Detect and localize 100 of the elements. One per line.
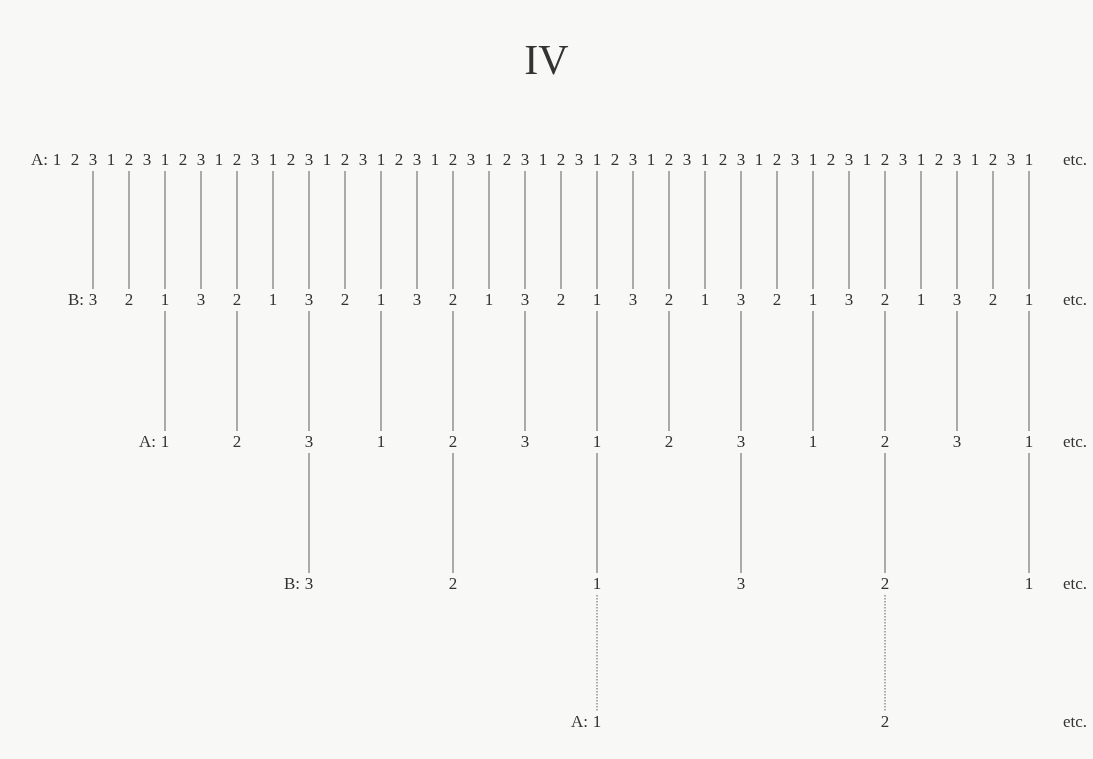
digit: 3 [844,150,854,170]
digit: 3 [520,150,530,170]
connector-line [920,170,922,290]
connector-line [1028,310,1030,432]
digit: 1 [160,150,170,170]
connector-line [956,170,958,290]
digit: 1 [808,150,818,170]
digit: 3 [736,150,746,170]
row-label: B: [67,290,84,310]
connector-line [236,310,238,432]
connector-line [668,170,670,290]
digit: 1 [484,290,494,310]
digit: 2 [286,150,296,170]
digit: 3 [1006,150,1016,170]
digit: 3 [520,432,530,452]
digit: 2 [556,290,566,310]
digit: 3 [304,290,314,310]
row-label: A: [31,150,48,170]
connector-line [200,170,202,290]
digit: 3 [196,290,206,310]
title: IV [524,36,569,84]
connector-line [308,452,310,574]
digit: 1 [646,150,656,170]
digit: 3 [358,150,368,170]
digit: 2 [880,712,890,732]
digit: 3 [142,150,152,170]
digit: 1 [862,150,872,170]
digit: 3 [898,150,908,170]
connector-line [1028,452,1030,574]
connector-line [560,170,562,290]
digit: 1 [322,150,332,170]
digit: 2 [772,150,782,170]
digit: 3 [304,150,314,170]
digit: 1 [916,290,926,310]
connector-line [812,170,814,290]
digit: 2 [502,150,512,170]
digit: 2 [556,150,566,170]
digit: 1 [592,574,602,594]
row-label: A: [139,432,156,452]
digit: 2 [664,290,674,310]
connector-line [236,170,238,290]
digit: 2 [232,150,242,170]
connector-line [812,310,814,432]
digit: 3 [952,432,962,452]
digit: 2 [664,150,674,170]
digit: 3 [574,150,584,170]
digit: 2 [772,290,782,310]
digit: 2 [232,290,242,310]
connector-line [596,452,598,574]
connector-line [308,170,310,290]
connector-line [956,310,958,432]
digit: 1 [430,150,440,170]
digit: 1 [1024,432,1034,452]
digit: 3 [412,290,422,310]
connector-line [992,170,994,290]
digit: 2 [394,150,404,170]
connector-line [740,170,742,290]
digit: 1 [106,150,116,170]
digit: 3 [304,574,314,594]
digit: 1 [592,150,602,170]
digit: 2 [934,150,944,170]
digit: 3 [88,290,98,310]
connector-line [632,170,634,290]
continuation-label: etc. [1063,574,1088,594]
digit: 3 [682,150,692,170]
digit: 1 [808,290,818,310]
connector-line [848,170,850,290]
connector-line [884,594,886,712]
digit: 3 [196,150,206,170]
digit: 2 [988,150,998,170]
digit: 1 [970,150,980,170]
connector-line [524,170,526,290]
digit: 2 [70,150,80,170]
connector-line [596,310,598,432]
digit: 3 [628,150,638,170]
digit: 1 [1024,290,1034,310]
digit: 2 [448,574,458,594]
digit: 3 [412,150,422,170]
digit: 2 [880,290,890,310]
digit: 1 [376,150,386,170]
digit: 1 [1024,574,1034,594]
digit: 1 [376,290,386,310]
connector-line [92,170,94,290]
connector-line [452,310,454,432]
connector-line [164,310,166,432]
digit: 3 [304,432,314,452]
digit: 2 [880,574,890,594]
connector-line [884,452,886,574]
digit: 2 [718,150,728,170]
digit: 3 [790,150,800,170]
connector-line [776,170,778,290]
connector-line [596,594,598,712]
connector-line [884,170,886,290]
digit: 1 [268,290,278,310]
digit: 2 [826,150,836,170]
connector-line [452,452,454,574]
connector-line [596,170,598,290]
connector-line [524,310,526,432]
continuation-label: etc. [1063,290,1088,310]
digit: 1 [700,150,710,170]
